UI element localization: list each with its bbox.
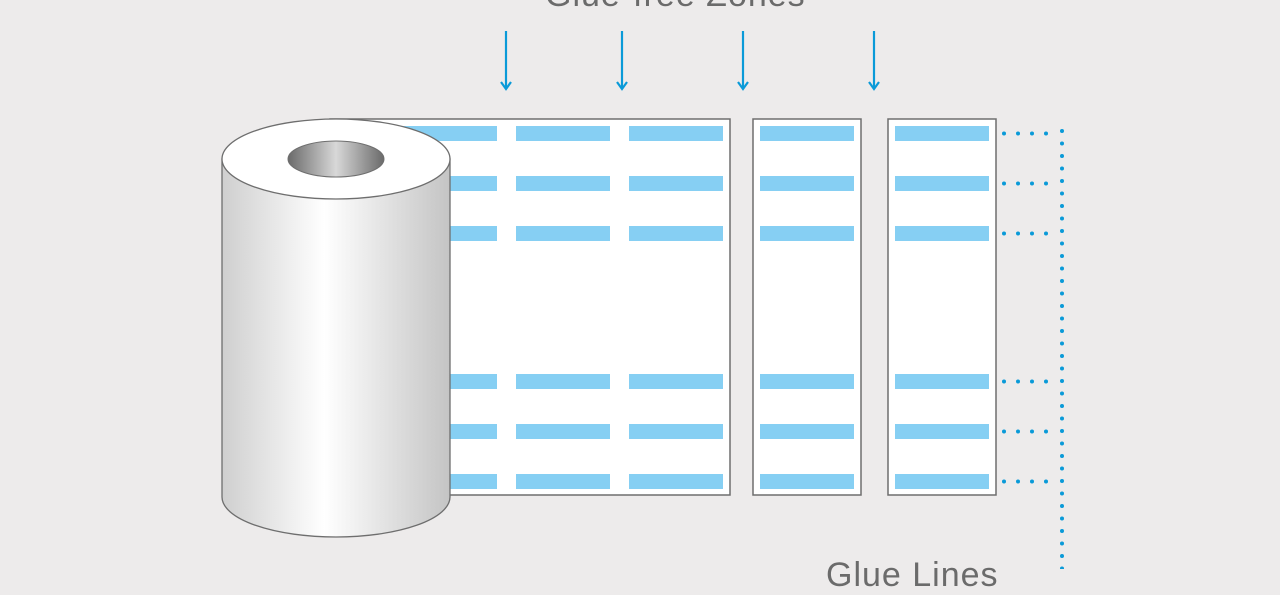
glue-stripe	[895, 176, 989, 191]
glue-stripe	[629, 126, 723, 141]
glue-diagram	[221, 31, 1064, 569]
glue-stripe	[629, 474, 723, 489]
glue-stripe	[895, 424, 989, 439]
glue-stripe	[516, 126, 610, 141]
glue-stripe	[760, 226, 854, 241]
glue-free-zones-label: Glue-free Zones	[545, 0, 806, 15]
glue-stripe	[629, 424, 723, 439]
dotted-leader-line	[1002, 181, 1048, 186]
glue-stripe	[760, 126, 854, 141]
glue-stripe	[516, 176, 610, 191]
glue-lines-label: Glue Lines	[826, 556, 999, 594]
down-arrow-icon	[500, 31, 512, 91]
dotted-leader-line	[1002, 131, 1048, 136]
roll-core-hole	[287, 140, 385, 178]
down-arrow-icon	[737, 31, 749, 91]
glue-stripe	[629, 226, 723, 241]
glue-stripe	[516, 374, 610, 389]
glue-stripe	[516, 226, 610, 241]
glue-stripe	[895, 474, 989, 489]
glue-stripe	[895, 374, 989, 389]
dotted-leader-line	[1002, 479, 1048, 484]
dotted-leader-line	[1002, 379, 1048, 384]
glue-stripe	[629, 374, 723, 389]
down-arrow-icon	[868, 31, 880, 91]
glue-stripe	[760, 424, 854, 439]
glue-stripe	[516, 424, 610, 439]
glue-stripe	[895, 226, 989, 241]
paper-roll	[221, 118, 451, 538]
down-arrow-icon	[616, 31, 628, 91]
glue-stripe	[895, 126, 989, 141]
glue-stripe	[760, 176, 854, 191]
glue-stripe	[516, 474, 610, 489]
glue-stripe	[760, 374, 854, 389]
dotted-vertical-line	[1060, 129, 1064, 569]
dotted-leader-line	[1002, 231, 1048, 236]
glue-stripe	[760, 474, 854, 489]
dotted-leader-line	[1002, 429, 1048, 434]
glue-stripe	[629, 176, 723, 191]
